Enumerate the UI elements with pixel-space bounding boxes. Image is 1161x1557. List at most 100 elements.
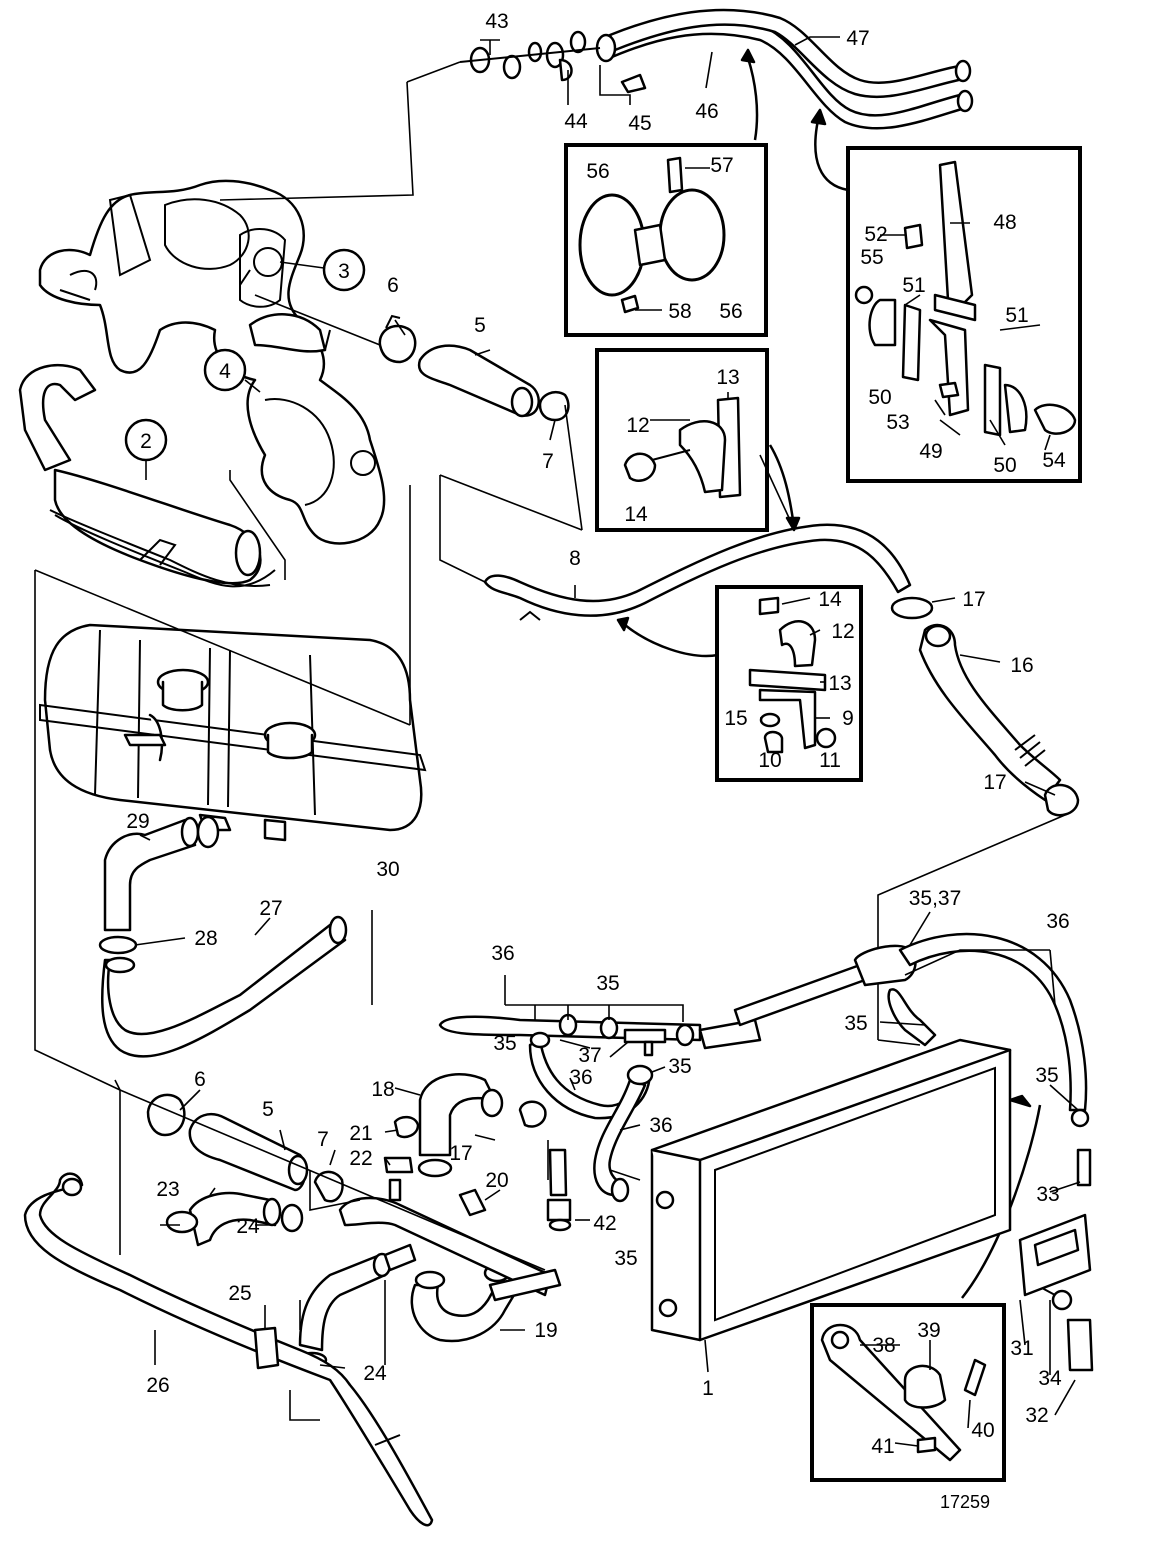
callout-24a: 24 xyxy=(236,1215,260,1238)
callout-47: 47 xyxy=(846,27,869,50)
callout-15: 15 xyxy=(724,707,747,730)
callout-30: 30 xyxy=(376,858,399,881)
callout-46: 46 xyxy=(695,100,718,123)
callout-6b: 6 xyxy=(194,1068,206,1091)
callout-14b: 14 xyxy=(818,588,842,611)
callout-36d: 36 xyxy=(649,1114,672,1137)
pipe-8 xyxy=(483,523,912,621)
callout-12a: 12 xyxy=(626,414,649,437)
callout-28: 28 xyxy=(194,927,217,950)
callout-17b: 17 xyxy=(983,771,1006,794)
callout-3: 3 xyxy=(338,260,350,283)
figure-number: 17259 xyxy=(940,1492,990,1512)
sensor-bracket xyxy=(1018,1148,1094,1372)
exhaust-muffler xyxy=(18,363,276,588)
callout-51b: 51 xyxy=(1005,304,1028,327)
detail-box-48-55 xyxy=(846,146,1082,483)
callout-5a: 5 xyxy=(474,314,486,337)
callout-13a: 13 xyxy=(716,366,739,389)
callout-10: 10 xyxy=(758,749,781,772)
callout-31: 31 xyxy=(1010,1337,1033,1360)
callout-7b: 7 xyxy=(317,1128,329,1151)
callout-41: 41 xyxy=(871,1435,894,1458)
callout-11: 11 xyxy=(819,749,841,772)
hose-29 xyxy=(103,816,200,932)
fittings-20-22-42 xyxy=(383,1115,572,1232)
callout-57: 57 xyxy=(710,154,733,177)
callout-53: 53 xyxy=(886,411,909,434)
callout-circle-3 xyxy=(322,248,366,292)
callout-4: 4 xyxy=(219,360,231,383)
callout-36c: 36 xyxy=(569,1066,592,1089)
callout-36b: 36 xyxy=(491,942,514,965)
callout-20: 20 xyxy=(485,1169,508,1192)
callout-40: 40 xyxy=(971,1419,994,1442)
radiator xyxy=(650,1038,1012,1342)
detail-box-9-15 xyxy=(715,585,863,782)
callout-6a: 6 xyxy=(387,274,399,297)
callout-56b: 56 xyxy=(719,300,742,323)
hose-18 xyxy=(417,1073,547,1178)
callout-56a: 56 xyxy=(586,160,609,183)
callout-14a: 14 xyxy=(624,503,648,526)
callout-35e: 35 xyxy=(1035,1064,1058,1087)
callout-17a: 17 xyxy=(962,588,985,611)
callout-35b: 35 xyxy=(844,1012,867,1035)
hose-27 xyxy=(101,915,348,1058)
callout-23: 23 xyxy=(156,1178,179,1201)
callout-19: 19 xyxy=(534,1319,557,1342)
callout-12b: 12 xyxy=(831,620,854,643)
callout-38: 38 xyxy=(872,1334,895,1357)
callout-18: 18 xyxy=(371,1078,394,1101)
callout-36a: 36 xyxy=(1046,910,1069,933)
callout-9: 9 xyxy=(842,707,854,730)
callout-51a: 51 xyxy=(902,274,925,297)
callout-48: 48 xyxy=(993,211,1016,234)
callout-1: 1 xyxy=(702,1377,714,1400)
callout-5b: 5 xyxy=(262,1098,274,1121)
callout-50a: 50 xyxy=(868,386,891,409)
callout-35d: 35 xyxy=(668,1055,691,1078)
callout-35a: 35 xyxy=(596,972,619,995)
callout-37: 37 xyxy=(578,1044,601,1067)
detail-box-12-14 xyxy=(595,348,769,532)
callout-34: 34 xyxy=(1038,1367,1062,1390)
callout-26: 26 xyxy=(146,1374,169,1397)
hose-16 xyxy=(890,596,1080,817)
detail-box-38-41 xyxy=(810,1303,1006,1482)
hose-26 xyxy=(23,1172,434,1527)
callout-45: 45 xyxy=(628,112,651,135)
pipe-assembly-lower xyxy=(338,1196,562,1302)
callout-44: 44 xyxy=(564,110,588,133)
callout-55: 55 xyxy=(860,246,883,269)
upper-hose-5 xyxy=(378,314,570,422)
callout-35f: 35 xyxy=(614,1247,637,1270)
callout-16: 16 xyxy=(1010,654,1033,677)
detail-box-56-58 xyxy=(564,143,768,337)
callout-24b: 24 xyxy=(363,1362,387,1385)
callout-54: 54 xyxy=(1042,449,1066,472)
callout-49: 49 xyxy=(919,440,942,463)
callout-52: 52 xyxy=(864,223,887,246)
callout-17c: 17 xyxy=(449,1142,472,1165)
callout-42: 42 xyxy=(593,1212,616,1235)
callout-circle-4 xyxy=(203,348,247,392)
hose-25 xyxy=(296,1243,417,1369)
heater-pipe-assembly xyxy=(459,8,974,130)
callout-3537: 35,37 xyxy=(909,887,962,910)
callout-32: 32 xyxy=(1025,1404,1048,1427)
callout-39: 39 xyxy=(917,1319,940,1342)
callout-33: 33 xyxy=(1036,1183,1059,1206)
callout-50b: 50 xyxy=(993,454,1016,477)
callout-25: 25 xyxy=(228,1282,251,1305)
callout-35c: 35 xyxy=(493,1032,516,1055)
callout-7a: 7 xyxy=(542,450,554,473)
callout-58: 58 xyxy=(668,300,691,323)
callout-29: 29 xyxy=(126,810,149,833)
callout-22: 22 xyxy=(349,1147,372,1170)
callout-8: 8 xyxy=(569,547,581,570)
callout-21: 21 xyxy=(349,1122,372,1145)
callout-2: 2 xyxy=(140,430,152,453)
callout-13b: 13 xyxy=(828,672,851,695)
